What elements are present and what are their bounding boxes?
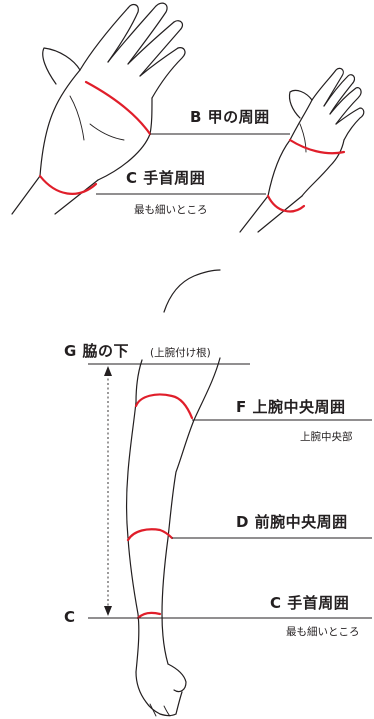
label-d-forearm: D 前腕中央周囲 <box>236 513 348 531</box>
forearm-band <box>126 528 174 542</box>
label-g-armpit: G 脇の下 <box>64 342 130 360</box>
label-c-wrist-top: C 手首周囲 <box>126 169 206 187</box>
top-leader-lines <box>96 133 290 195</box>
arm-leader-lines <box>88 363 372 619</box>
back-of-hand-band <box>288 138 346 155</box>
g-to-c-dimension <box>104 366 112 616</box>
wrist-band <box>136 611 162 620</box>
label-c-wrist-bottom-note: 最も細いところ <box>286 626 360 638</box>
arrowhead-up-icon <box>104 366 112 376</box>
palm-circumference-band <box>84 80 152 136</box>
upper-arm-band <box>134 393 194 420</box>
top-measure-bands <box>38 80 346 213</box>
arm-outline <box>125 269 221 717</box>
label-c-wrist-top-note: 最も細いところ <box>134 204 208 216</box>
label-c-marker: C <box>64 608 76 626</box>
label-b-back-of-hand: B 甲の周囲 <box>190 108 270 126</box>
arm-measure-bands <box>126 393 194 620</box>
label-c-wrist-bottom: C 手首周囲 <box>270 594 350 612</box>
label-f-upper-arm: F 上腕中央周囲 <box>236 398 346 416</box>
label-g-armpit-note: (上腕付け根) <box>150 347 211 359</box>
left-wrist-band <box>38 174 98 195</box>
right-wrist-band <box>266 194 306 213</box>
arrowhead-down-icon <box>104 606 112 616</box>
label-f-upper-arm-note: 上腕中央部 <box>300 431 353 443</box>
